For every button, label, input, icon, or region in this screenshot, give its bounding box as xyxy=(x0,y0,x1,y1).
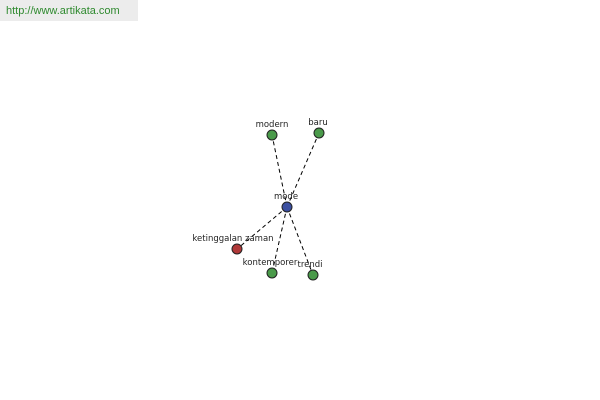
node-baru[interactable] xyxy=(313,127,325,139)
graph-nodes xyxy=(231,127,325,281)
node-label-trendi[interactable]: trendi xyxy=(297,260,322,270)
node-modern[interactable] xyxy=(266,129,278,141)
edge-mode-trendi xyxy=(286,206,314,276)
node-mode[interactable] xyxy=(281,201,293,213)
graph-edges xyxy=(236,132,320,276)
url-banner: http://www.artikata.com xyxy=(0,0,138,21)
edge-mode-kontemporer xyxy=(271,206,288,274)
graph-labels: mode modern baru ketinggalan zaman kontempor… xyxy=(192,118,327,270)
node-ketinggalan-zaman[interactable] xyxy=(231,243,243,255)
node-label-baru[interactable]: baru xyxy=(308,118,328,128)
node-label-kontemporer[interactable]: kontemporer xyxy=(243,258,298,268)
edge-mode-modern xyxy=(271,134,288,208)
edge-mode-ketinggalan-zaman xyxy=(236,206,288,250)
node-trendi[interactable] xyxy=(307,269,319,281)
node-label-mode[interactable]: mode xyxy=(274,192,298,202)
node-label-ketinggalan-zaman[interactable]: ketinggalan zaman xyxy=(192,234,273,244)
node-kontemporer[interactable] xyxy=(266,267,278,279)
site-url[interactable]: http://www.artikata.com xyxy=(6,4,120,17)
node-label-modern[interactable]: modern xyxy=(256,120,289,130)
